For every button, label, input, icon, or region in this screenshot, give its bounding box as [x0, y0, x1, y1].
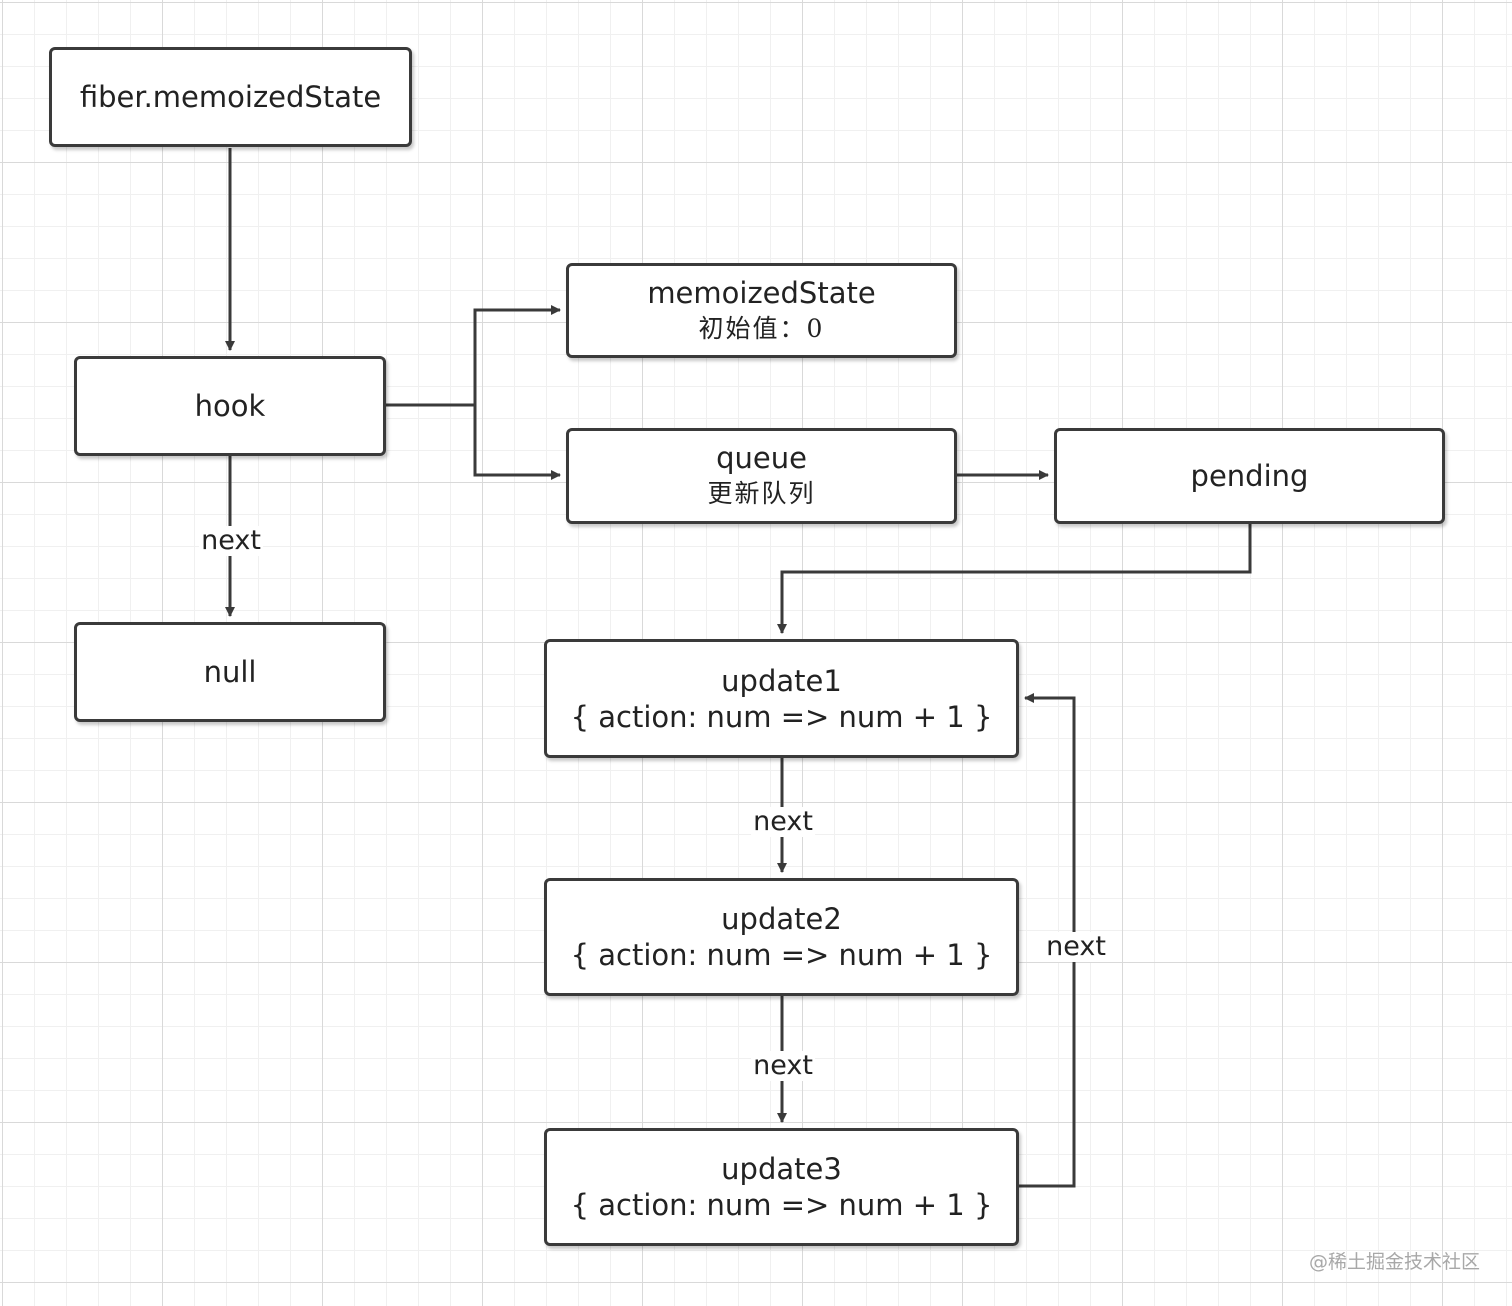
edge-hook-to-queue	[473, 405, 561, 480]
edge-pending-to-update1	[777, 524, 1252, 634]
edge-label-update1-next: next	[751, 806, 815, 837]
node-null: null	[74, 622, 386, 722]
node-update1: update1 { action: num => num + 1 }	[544, 639, 1019, 758]
node-update3: update3 { action: num => num + 1 }	[544, 1128, 1019, 1246]
node-title: queue	[716, 441, 807, 475]
watermark: @稀土掘金技术社区	[1308, 1251, 1480, 1273]
edge-hook-to-memoizedstate	[386, 305, 561, 407]
node-memoizedstate: memoizedState 初始值：0	[566, 263, 957, 358]
node-title: pending	[1190, 459, 1309, 493]
node-subtitle: 初始值：0	[698, 313, 825, 343]
node-fiber-memoizedstate: fiber.memoizedState	[49, 47, 412, 147]
edge-label-update3-next: next	[1044, 931, 1108, 962]
node-title: update3	[721, 1152, 842, 1186]
node-title: fiber.memoizedState	[79, 80, 382, 114]
node-pending: pending	[1054, 428, 1445, 524]
node-title: hook	[194, 389, 266, 423]
node-title: null	[203, 655, 257, 689]
node-title: update1	[721, 663, 842, 698]
node-queue: queue 更新队列	[566, 428, 957, 524]
node-detail: { action: num => num + 1 }	[570, 699, 993, 734]
node-title: update2	[721, 902, 842, 936]
node-detail: { action: num => num + 1 }	[570, 1188, 993, 1222]
node-subtitle: 更新队列	[707, 479, 816, 508]
node-hook: hook	[74, 356, 386, 456]
node-update2: update2 { action: num => num + 1 }	[544, 878, 1019, 996]
edge-label-update2-next: next	[751, 1050, 815, 1081]
node-title: memoizedState	[647, 275, 876, 310]
edge-label-hook-next: next	[199, 525, 263, 556]
node-detail: { action: num => num + 1 }	[570, 938, 993, 972]
